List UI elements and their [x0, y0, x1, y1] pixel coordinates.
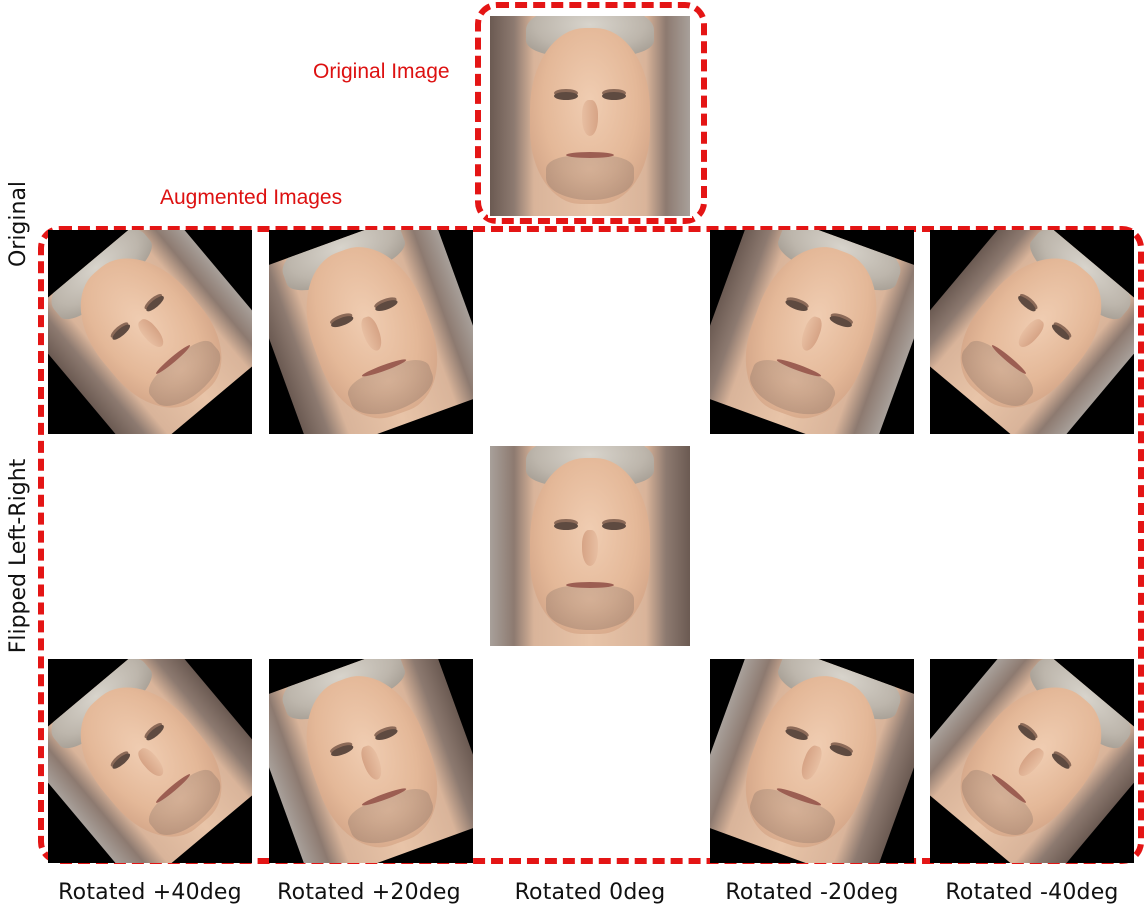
augmented-flipped-rot-plus40 [48, 659, 252, 863]
caption-rotated-minus20: Rotated -20deg [725, 880, 899, 905]
face-photo [710, 659, 914, 863]
face-photo [930, 659, 1134, 863]
augmented-original-rot-minus20 [710, 230, 914, 434]
original-image-highlight [475, 2, 707, 224]
augmented-images-highlight [38, 226, 1144, 864]
augmented-original-rot-plus20 [269, 230, 473, 434]
augmented-images-label: Augmented Images [160, 186, 343, 209]
augmented-original-rot-plus40 [48, 230, 252, 434]
original-image-label: Original Image [313, 60, 450, 83]
face-photo [269, 230, 473, 434]
row-label-flipped: Flipped Left-Right [6, 458, 31, 654]
caption-rotated-plus20: Rotated +20deg [277, 880, 461, 905]
row-label-original: Original [6, 180, 31, 268]
augmented-original-rot-minus40 [930, 230, 1134, 434]
face-photo [48, 230, 252, 434]
caption-rotated-minus40: Rotated -40deg [945, 880, 1119, 905]
original-image [488, 14, 692, 218]
caption-rotated-plus40: Rotated +40deg [58, 880, 242, 905]
face-photo [48, 659, 252, 863]
caption-rotated-0: Rotated 0deg [514, 880, 666, 905]
augmented-flipped-rot-plus20 [269, 659, 473, 863]
augmented-flipped-rot-minus20 [710, 659, 914, 863]
augmented-flipped-rot-0 [488, 444, 692, 648]
face-photo [490, 16, 690, 216]
face-photo [930, 230, 1134, 434]
augmented-flipped-rot-minus40 [930, 659, 1134, 863]
face-photo [490, 446, 690, 646]
face-photo [269, 659, 473, 863]
face-photo [710, 230, 914, 434]
